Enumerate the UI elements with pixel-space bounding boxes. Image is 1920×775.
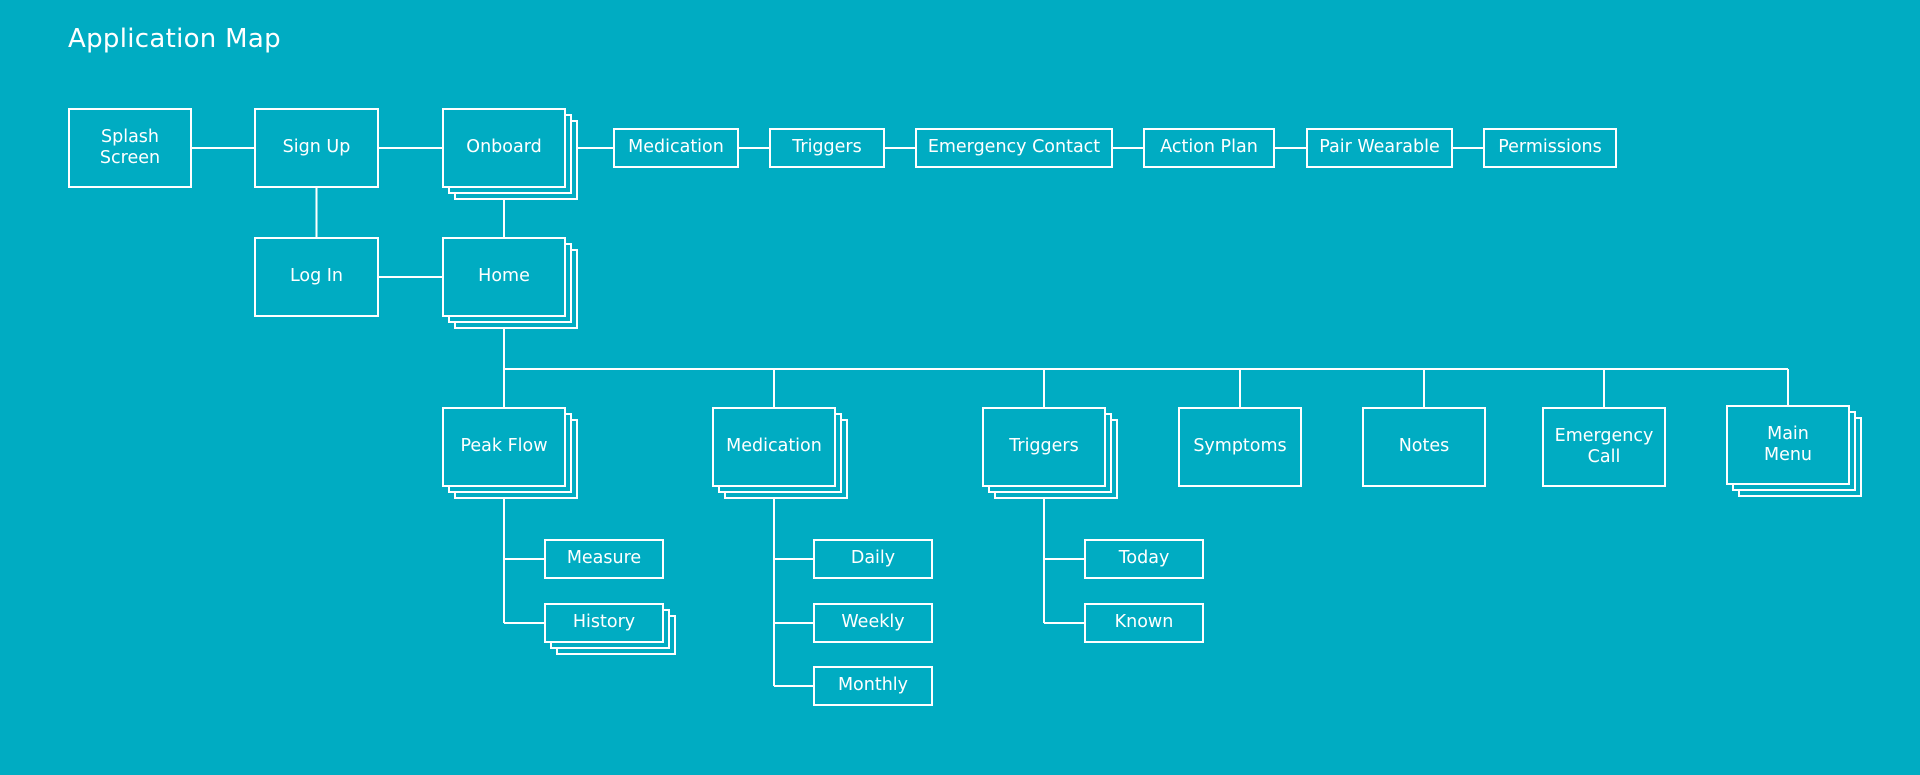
- node-main-menu: Main Menu: [1726, 405, 1850, 485]
- node-onboard: Onboard: [442, 108, 566, 188]
- node-pf-measure: Measure: [544, 539, 664, 579]
- node-login: Log In: [254, 237, 379, 317]
- node-pf-history: History: [544, 603, 664, 643]
- node-tr-known: Known: [1084, 603, 1204, 643]
- node-ob-medication: Medication: [613, 128, 739, 168]
- node-ob-action-plan: Action Plan: [1143, 128, 1275, 168]
- node-ob-pair-wearable: Pair Wearable: [1306, 128, 1453, 168]
- node-tr-today: Today: [1084, 539, 1204, 579]
- node-notes: Notes: [1362, 407, 1486, 487]
- node-med-monthly: Monthly: [813, 666, 933, 706]
- node-splash: Splash Screen: [68, 108, 192, 188]
- node-med-weekly: Weekly: [813, 603, 933, 643]
- node-home: Home: [442, 237, 566, 317]
- node-ob-permissions: Permissions: [1483, 128, 1617, 168]
- node-symptoms: Symptoms: [1178, 407, 1302, 487]
- node-ob-emergency-contact: Emergency Contact: [915, 128, 1113, 168]
- node-triggers: Triggers: [982, 407, 1106, 487]
- node-emergency-call: Emergency Call: [1542, 407, 1666, 487]
- diagram-title: Application Map: [68, 24, 281, 54]
- node-signup: Sign Up: [254, 108, 379, 188]
- node-peak-flow: Peak Flow: [442, 407, 566, 487]
- node-medication: Medication: [712, 407, 836, 487]
- node-med-daily: Daily: [813, 539, 933, 579]
- node-ob-triggers: Triggers: [769, 128, 885, 168]
